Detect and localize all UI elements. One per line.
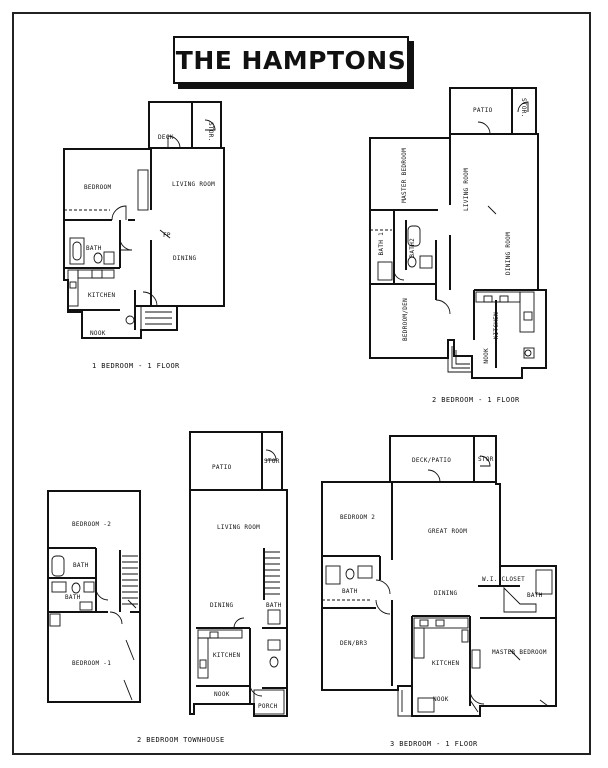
room-label-bedroom-2: BEDROOM 2 <box>340 514 376 521</box>
room-label-bedroom-2: BEDROOM -2 <box>72 521 112 528</box>
room-label-kitchen: KITCHEN <box>88 292 116 299</box>
room-label-deck: DECK <box>158 134 174 141</box>
page-border <box>12 12 591 755</box>
page-title: THE HAMPTONS <box>175 45 407 75</box>
room-label-nook: NOOK <box>214 691 230 698</box>
plan-caption-2-bedroom: 2 BEDROOM - 1 FLOOR <box>432 396 520 404</box>
room-label-living-room: LIVING ROOM <box>217 524 261 531</box>
room-label-great-room: GREAT ROOM <box>428 528 468 535</box>
room-label-master-bath: BATH <box>527 592 543 599</box>
room-label-storage: STOR. <box>478 456 498 463</box>
room-label-bath: BATH <box>266 602 282 609</box>
room-label-living-room: LIVING ROOM <box>172 181 216 188</box>
room-label-master-bedroom: MASTER BEDROOM <box>492 649 547 656</box>
room-label-walk-in-closet: W.I. CLOSET <box>482 576 526 583</box>
plan-caption-townhouse: 2 BEDROOM TOWNHOUSE <box>137 736 225 744</box>
room-label-bath: BATH <box>86 245 102 252</box>
room-label-porch: PORCH <box>258 703 278 710</box>
room-label-den-br3: DEN/BR3 <box>340 640 368 647</box>
plan-caption-3-bedroom: 3 BEDROOM - 1 FLOOR <box>390 740 478 748</box>
plan-caption-1-bedroom: 1 BEDROOM - 1 FLOOR <box>92 362 180 370</box>
room-label-kitchen: KITCHEN <box>432 660 460 667</box>
room-label-patio: PATIO <box>212 464 232 471</box>
room-label-bath: BATH <box>342 588 358 595</box>
room-label-nook: NOOK <box>433 696 449 703</box>
room-label-bath-a: BATH <box>73 562 89 569</box>
room-label-patio: PATIO <box>473 107 493 114</box>
room-label-bedroom: BEDROOM <box>84 184 112 191</box>
room-label-fireplace: FP <box>163 232 171 239</box>
room-label-storage: STOR. <box>520 98 527 118</box>
room-label-dining: DINING <box>173 255 197 262</box>
room-label-kitchen: KITCHEN <box>213 652 241 659</box>
room-label-bedroom-1: BEDROOM -1 <box>72 660 112 667</box>
room-label-bath-b: BATH <box>65 594 81 601</box>
room-label-nook: NOOK <box>90 330 106 337</box>
room-label-dining: DINING <box>434 590 458 597</box>
room-label-dining: DINING <box>210 602 234 609</box>
room-label-storage: STOR. <box>264 458 284 465</box>
room-label-storage: STOR. <box>207 122 214 142</box>
title-banner: THE HAMPTONS <box>173 36 409 84</box>
room-label-deck-patio: DECK/PATIO <box>412 457 452 464</box>
